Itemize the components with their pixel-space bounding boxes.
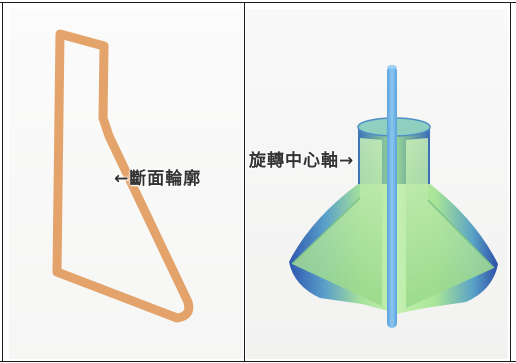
cross-section-outline-icon <box>52 29 194 323</box>
frame-left-line <box>2 2 3 362</box>
frame-right-line <box>510 2 511 362</box>
frame-divider-line <box>244 2 245 362</box>
rotation-axis-rod-icon <box>387 66 397 328</box>
axis-label: 旋轉中心軸→ <box>249 151 355 171</box>
profile-label: ←斷面輪廓 <box>114 169 202 189</box>
revolved-solid-icon <box>289 117 498 314</box>
frame-top-line <box>0 2 516 3</box>
frame-bottom-line <box>0 361 516 362</box>
